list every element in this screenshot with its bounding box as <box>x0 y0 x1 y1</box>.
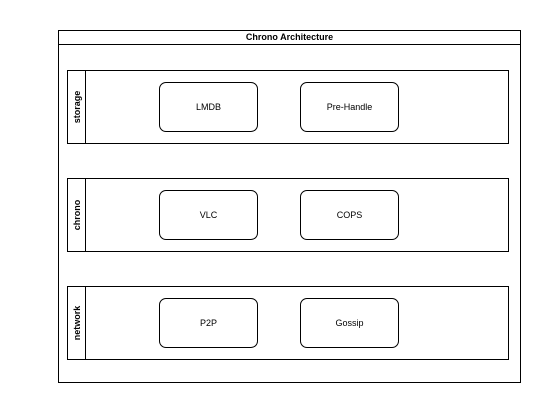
node-cops: COPS <box>300 190 399 240</box>
lane-storage: storage LMDB Pre-Handle <box>67 70 509 144</box>
node-vlc: VLC <box>159 190 258 240</box>
node-lmdb: LMDB <box>159 82 258 132</box>
architecture-frame: Chrono Architecture storage LMDB Pre-Han… <box>58 30 521 383</box>
lane-header-network: network <box>68 287 86 359</box>
lane-header-chrono: chrono <box>68 179 86 251</box>
lane-label-storage: storage <box>71 90 82 124</box>
lane-label-chrono: chrono <box>71 199 82 231</box>
node-p2p: P2P <box>159 298 258 348</box>
lane-chrono: chrono VLC COPS <box>67 178 509 252</box>
node-pre-handle: Pre-Handle <box>300 82 399 132</box>
lane-network: network P2P Gossip <box>67 286 509 360</box>
diagram-title: Chrono Architecture <box>59 31 520 45</box>
node-gossip: Gossip <box>300 298 399 348</box>
lane-header-storage: storage <box>68 71 86 143</box>
lane-label-network: network <box>71 305 82 341</box>
